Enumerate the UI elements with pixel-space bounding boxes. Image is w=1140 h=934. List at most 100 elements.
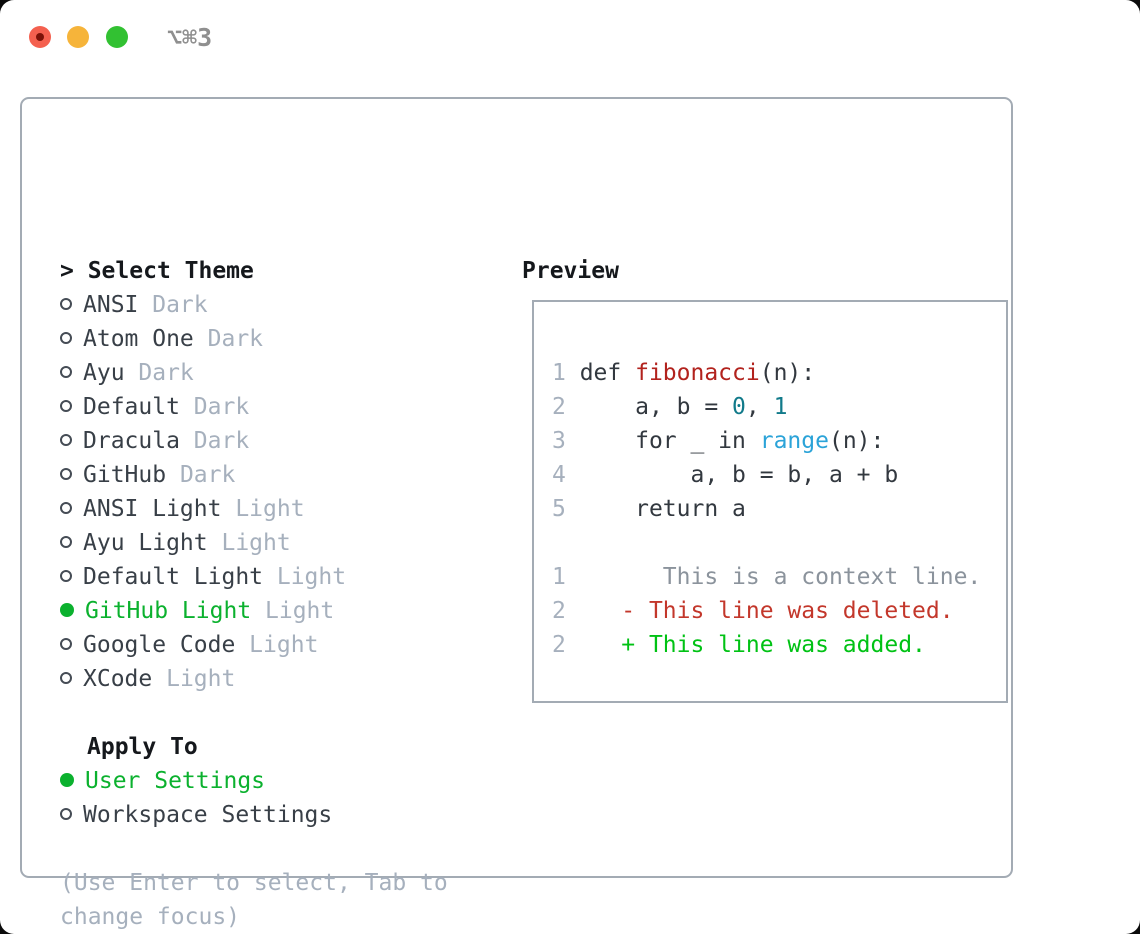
- token-ln: 3: [552, 428, 580, 454]
- radio-icon: [60, 638, 72, 650]
- theme-option-label: GitHub: [83, 462, 167, 488]
- token-ln: 1: [552, 360, 580, 386]
- theme-option-label: Dracula: [83, 428, 180, 454]
- token-ln: 4: [552, 462, 580, 488]
- minimize-button-icon[interactable]: [67, 26, 89, 48]
- spacer: [60, 832, 500, 866]
- token-num: 0: [732, 394, 746, 420]
- theme-variant-label: Light: [263, 564, 347, 590]
- select-theme-heading: > Select Theme: [60, 254, 500, 288]
- token-builtin: range: [759, 428, 829, 454]
- token-code: def: [579, 360, 636, 386]
- theme-option-xcode[interactable]: XCode Light: [60, 662, 500, 696]
- token-del: - This line was deleted.: [579, 598, 954, 624]
- select-theme-label: Select Theme: [87, 258, 254, 284]
- token-ln: 5: [552, 496, 580, 522]
- maximize-button-icon[interactable]: [106, 26, 128, 48]
- radio-selected-icon: [60, 603, 74, 617]
- theme-option-label: XCode: [83, 666, 153, 692]
- hint-line-1: (Use Enter to select, Tab to: [60, 870, 448, 896]
- theme-option-google-code[interactable]: Google Code Light: [60, 628, 500, 662]
- window-title: ⌥⌘3: [167, 23, 213, 52]
- theme-option-github[interactable]: GitHub Dark: [60, 458, 500, 492]
- token-code: a, b = b, a + b: [579, 462, 899, 488]
- preview-heading: Preview: [522, 258, 619, 284]
- radio-icon: [60, 366, 72, 378]
- theme-variant-label: Dark: [166, 462, 236, 488]
- radio-icon: [60, 298, 72, 310]
- theme-variant-label: Dark: [193, 326, 264, 352]
- theme-option-label: Ayu Light: [83, 530, 208, 556]
- theme-variant-label: Dark: [138, 292, 208, 318]
- theme-option-default-light[interactable]: Default Light Light: [60, 560, 500, 594]
- token-ln: 2: [552, 632, 580, 658]
- radio-icon: [60, 400, 72, 412]
- theme-option-ayu-light[interactable]: Ayu Light Light: [60, 526, 500, 560]
- theme-variant-label: Light: [207, 530, 291, 556]
- theme-variant-label: Dark: [179, 394, 250, 420]
- theme-option-dracula[interactable]: Dracula Dark: [60, 424, 500, 458]
- spacer: [60, 696, 500, 730]
- radio-icon: [60, 434, 72, 446]
- diff-line: 2 + This line was added.: [552, 628, 981, 662]
- diff-line: 1 This is a context line.: [552, 560, 981, 594]
- theme-option-ansi-light[interactable]: ANSI Light Light: [60, 492, 500, 526]
- token-ln: 2: [552, 598, 580, 624]
- theme-option-label: Ayu: [83, 360, 125, 386]
- theme-variant-label: Light: [235, 632, 319, 658]
- theme-variant-label: Light: [152, 666, 236, 692]
- theme-option-label: Default: [83, 394, 180, 420]
- theme-variant-label: Light: [221, 496, 305, 522]
- apply-option-workspace-settings[interactable]: Workspace Settings: [60, 798, 500, 832]
- radio-icon: [60, 808, 72, 820]
- prompt-caret-icon: >: [60, 258, 88, 284]
- theme-option-label: ANSI Light: [83, 496, 222, 522]
- theme-variant-label: Light: [251, 598, 335, 624]
- titlebar: ⌥⌘3: [0, 0, 1140, 60]
- theme-option-github-light[interactable]: GitHub Light Light: [60, 594, 500, 628]
- token-code: (n):: [759, 360, 816, 386]
- theme-option-label: Google Code: [83, 632, 236, 658]
- theme-option-label: Atom One: [83, 326, 194, 352]
- code-line: 4 a, b = b, a + b: [552, 458, 981, 492]
- token-ctx: This is a context line.: [579, 564, 982, 590]
- radio-icon: [60, 502, 72, 514]
- close-button-icon[interactable]: [29, 26, 51, 48]
- close-dot-icon: [36, 33, 44, 41]
- token-code: for _ in: [579, 428, 760, 454]
- token-code: return a: [579, 496, 746, 522]
- diff-block: 1 This is a context line.2 - This line w…: [552, 560, 981, 662]
- token-fname: fibonacci: [635, 360, 760, 386]
- radio-icon: [60, 672, 72, 684]
- token-add: + This line was added.: [579, 632, 926, 658]
- apply-option-user-settings[interactable]: User Settings: [60, 764, 500, 798]
- apply-option-label: User Settings: [85, 768, 266, 794]
- token-code: a, b =: [579, 394, 733, 420]
- theme-option-ayu[interactable]: Ayu Dark: [60, 356, 500, 390]
- hint-line-2: change focus): [60, 904, 241, 930]
- theme-option-label: ANSI: [83, 292, 139, 318]
- theme-variant-label: Dark: [124, 360, 194, 386]
- code-line: 3 for _ in range(n):: [552, 424, 981, 458]
- theme-option-ansi[interactable]: ANSI Dark: [60, 288, 500, 322]
- radio-icon: [60, 468, 72, 480]
- theme-option-label: GitHub Light: [85, 598, 252, 624]
- token-ln: 2: [552, 394, 580, 420]
- token-num: 1: [773, 394, 788, 420]
- theme-option-default[interactable]: Default Dark: [60, 390, 500, 424]
- radio-icon: [60, 332, 72, 344]
- apply-to-heading: Apply To: [87, 734, 198, 760]
- theme-option-label: Default Light: [83, 564, 264, 590]
- token-code: (n):: [828, 428, 885, 454]
- token-code: ,: [745, 394, 774, 420]
- apply-option-label: Workspace Settings: [83, 802, 333, 828]
- theme-option-atom-one[interactable]: Atom One Dark: [60, 322, 500, 356]
- diff-line: 2 - This line was deleted.: [552, 594, 981, 628]
